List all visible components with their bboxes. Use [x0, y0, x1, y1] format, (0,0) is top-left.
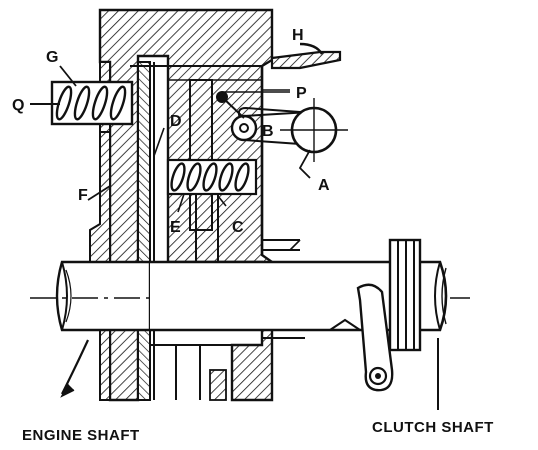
friction-plate-d — [137, 61, 155, 401]
label-b: B — [262, 123, 274, 140]
label-g: G — [46, 49, 58, 66]
label-h: H — [292, 27, 304, 44]
throwout-sleeve — [388, 238, 422, 352]
label-d: D — [170, 113, 182, 130]
label-f: F — [78, 187, 88, 204]
operating-lever — [356, 283, 394, 392]
caption-clutch-shaft: CLUTCH SHAFT — [372, 419, 494, 436]
pin-p — [216, 91, 245, 119]
spring-e — [166, 158, 258, 196]
caption-engine-shaft: ENGINE SHAFT — [22, 427, 140, 444]
label-q: Q — [12, 97, 24, 114]
spring-g — [50, 80, 134, 126]
label-e: E — [170, 219, 181, 236]
label-c: C — [232, 219, 244, 236]
label-a: A — [318, 177, 330, 194]
cover-h — [270, 42, 342, 70]
leader-lines — [30, 65, 439, 410]
label-p: P — [296, 85, 307, 102]
housing-lines — [130, 65, 305, 346]
